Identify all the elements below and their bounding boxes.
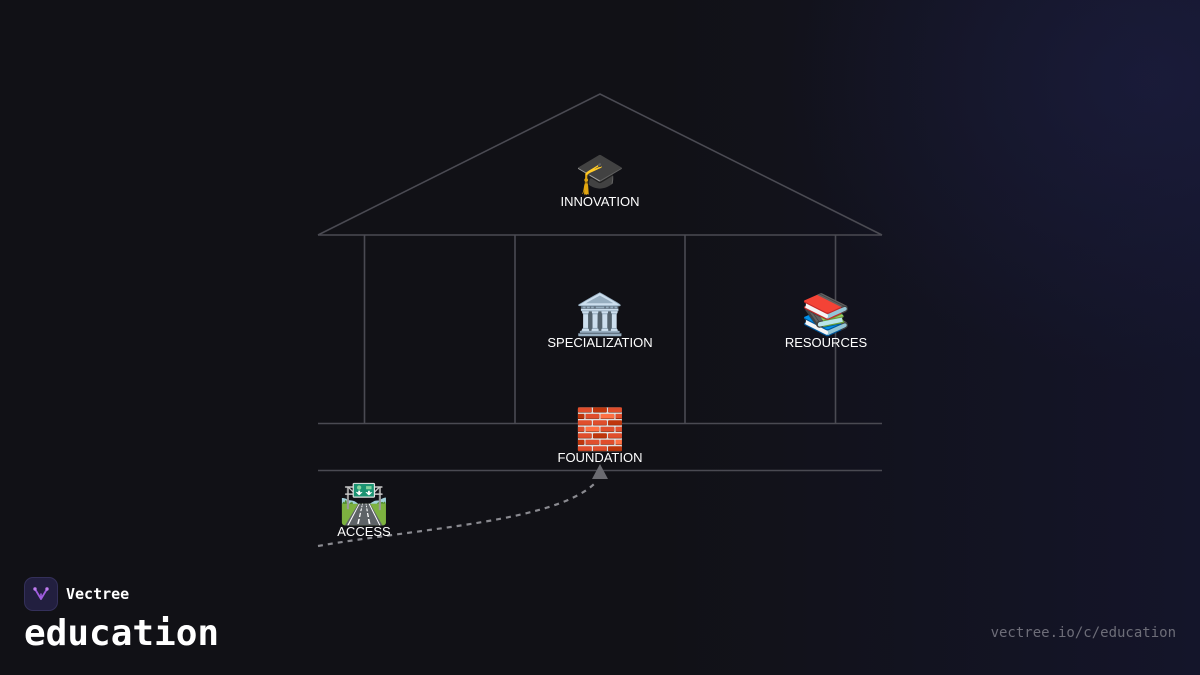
access-to-foundation-connector [317, 480, 598, 548]
node-innovation-label: INNOVATION [560, 194, 640, 209]
page-title: education [24, 613, 220, 654]
books-icon: 📚 [801, 292, 851, 338]
node-innovation: 🎓 INNOVATION [561, 152, 640, 210]
node-specialization: 🏛️ SPECIALIZATION [547, 293, 652, 351]
graduation-cap-icon: 🎓 [575, 151, 625, 197]
classical-building-icon: 🏛️ [575, 292, 625, 338]
page-url: vectree.io/c/education [990, 625, 1176, 641]
node-resources: 📚 RESOURCES [785, 293, 867, 351]
node-foundation: 🧱 FOUNDATION [558, 408, 643, 466]
node-access: 🛣️ ACCESS [337, 482, 390, 540]
node-foundation-label: FOUNDATION [557, 450, 643, 465]
brand-name: Vectree [66, 585, 130, 603]
node-specialization-label: SPECIALIZATION [547, 335, 653, 350]
vectree-logo-mark [33, 587, 49, 600]
node-access-label: ACCESS [337, 524, 391, 539]
motorway-icon: 🛣️ [339, 481, 389, 527]
node-resources-label: RESOURCES [784, 335, 868, 350]
brick-icon: 🧱 [575, 407, 625, 453]
vectree-logo-icon [24, 577, 58, 611]
connector-arrowhead [592, 464, 608, 479]
roof-outline [317, 93, 883, 236]
brand: Vectree [24, 577, 129, 611]
